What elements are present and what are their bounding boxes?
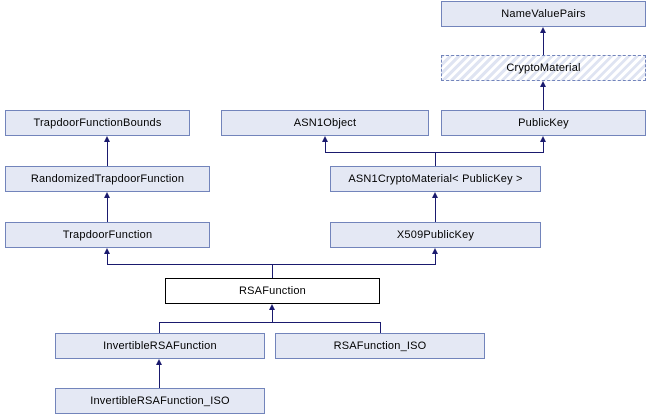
- class-label-invertiblersafunction: InvertibleRSAFunction: [103, 339, 217, 352]
- edge-trapdoorfunction-to-randomizedtrapdoorfunction: [107, 198, 108, 222]
- class-box-asn1cryptomaterial[interactable]: ASN1CryptoMaterial< PublicKey >: [330, 166, 541, 192]
- class-label-publickey: PublicKey: [518, 116, 569, 129]
- edge-randomizedtrapdoorfunction-to-trapdoorfunctionbounds: [107, 142, 108, 166]
- arrowhead-trapdoorfunctionbounds: [104, 136, 110, 142]
- arrowhead-randomizedtrapdoorfunction: [104, 192, 110, 198]
- class-box-randomizedtrapdoorfunction[interactable]: RandomizedTrapdoorFunction: [5, 166, 210, 192]
- arrowhead-cryptomaterial: [540, 81, 546, 87]
- edge-rsafunction-stem: [272, 264, 273, 278]
- edge-rsafunction-bus: [107, 264, 436, 265]
- edge-rsafunction-children-bus: [159, 322, 381, 323]
- class-box-rsafunction-iso[interactable]: RSAFunction_ISO: [275, 333, 485, 359]
- class-box-namevaluepairs[interactable]: NameValuePairs: [441, 1, 646, 27]
- class-box-cryptomaterial[interactable]: CryptoMaterial: [441, 55, 646, 81]
- class-box-invertiblersafunction[interactable]: InvertibleRSAFunction: [55, 333, 265, 359]
- class-box-rsafunction[interactable]: RSAFunction: [165, 278, 380, 304]
- edge-asn1cryptomaterial-bus: [325, 152, 543, 153]
- edge-rsafunction-iso-dropper: [380, 322, 381, 333]
- arrowhead-rsafunction: [269, 304, 275, 310]
- edge-x509publickey-to-asn1cryptomaterial: [435, 198, 436, 222]
- edge-asn1cryptomaterial-stem: [435, 152, 436, 166]
- arrowhead-x509publickey: [432, 248, 438, 254]
- class-label-x509publickey: X509PublicKey: [396, 228, 475, 241]
- class-label-trapdoorfunctionbounds: TrapdoorFunctionBounds: [33, 116, 162, 129]
- class-box-x509publickey[interactable]: X509PublicKey: [330, 222, 541, 248]
- edge-rsafunction-to-x509publickey-riser: [435, 254, 436, 265]
- class-box-invertiblersafunction-iso[interactable]: InvertibleRSAFunction_ISO: [55, 388, 265, 414]
- edge-asn1cryptomaterial-to-asn1object-riser: [325, 142, 326, 153]
- class-box-trapdoorfunction[interactable]: TrapdoorFunction: [5, 222, 210, 248]
- arrowhead-asn1object: [322, 136, 328, 142]
- arrowhead-invertiblersafunction: [156, 359, 162, 365]
- edge-rsafunction-to-trapdoorfunction-riser: [107, 254, 108, 265]
- class-box-asn1object[interactable]: ASN1Object: [221, 110, 429, 136]
- class-box-trapdoorfunctionbounds[interactable]: TrapdoorFunctionBounds: [5, 110, 190, 136]
- class-label-trapdoorfunction: TrapdoorFunction: [62, 228, 153, 241]
- class-label-asn1object: ASN1Object: [293, 116, 357, 129]
- edge-invertiblersafunction-iso-to-invertiblersafunction: [159, 365, 160, 388]
- class-label-namevaluepairs: NameValuePairs: [501, 7, 586, 20]
- class-label-rsafunction: RSAFunction: [238, 284, 306, 297]
- class-label-cryptomaterial: CryptoMaterial: [506, 61, 581, 74]
- arrowhead-publickey: [540, 136, 546, 142]
- arrowhead-asn1cryptomaterial: [432, 192, 438, 198]
- edge-invertiblersafunction-dropper: [159, 322, 160, 333]
- class-label-invertiblersafunction-iso: InvertibleRSAFunction_ISO: [90, 394, 230, 407]
- edge-publickey-to-cryptomaterial: [543, 87, 544, 110]
- edge-asn1cryptomaterial-to-publickey-riser: [543, 142, 544, 153]
- arrowhead-trapdoorfunction: [104, 248, 110, 254]
- edge-cryptomaterial-to-namevaluepairs: [543, 33, 544, 55]
- class-label-rsafunction-iso: RSAFunction_ISO: [333, 339, 427, 352]
- arrowhead-namevaluepairs: [540, 27, 546, 33]
- class-label-randomizedtrapdoorfunction: RandomizedTrapdoorFunction: [30, 172, 185, 185]
- class-box-publickey[interactable]: PublicKey: [441, 110, 646, 136]
- edge-rsafunction-children-stem: [272, 310, 273, 323]
- class-label-asn1cryptomaterial: ASN1CryptoMaterial< PublicKey >: [348, 172, 523, 185]
